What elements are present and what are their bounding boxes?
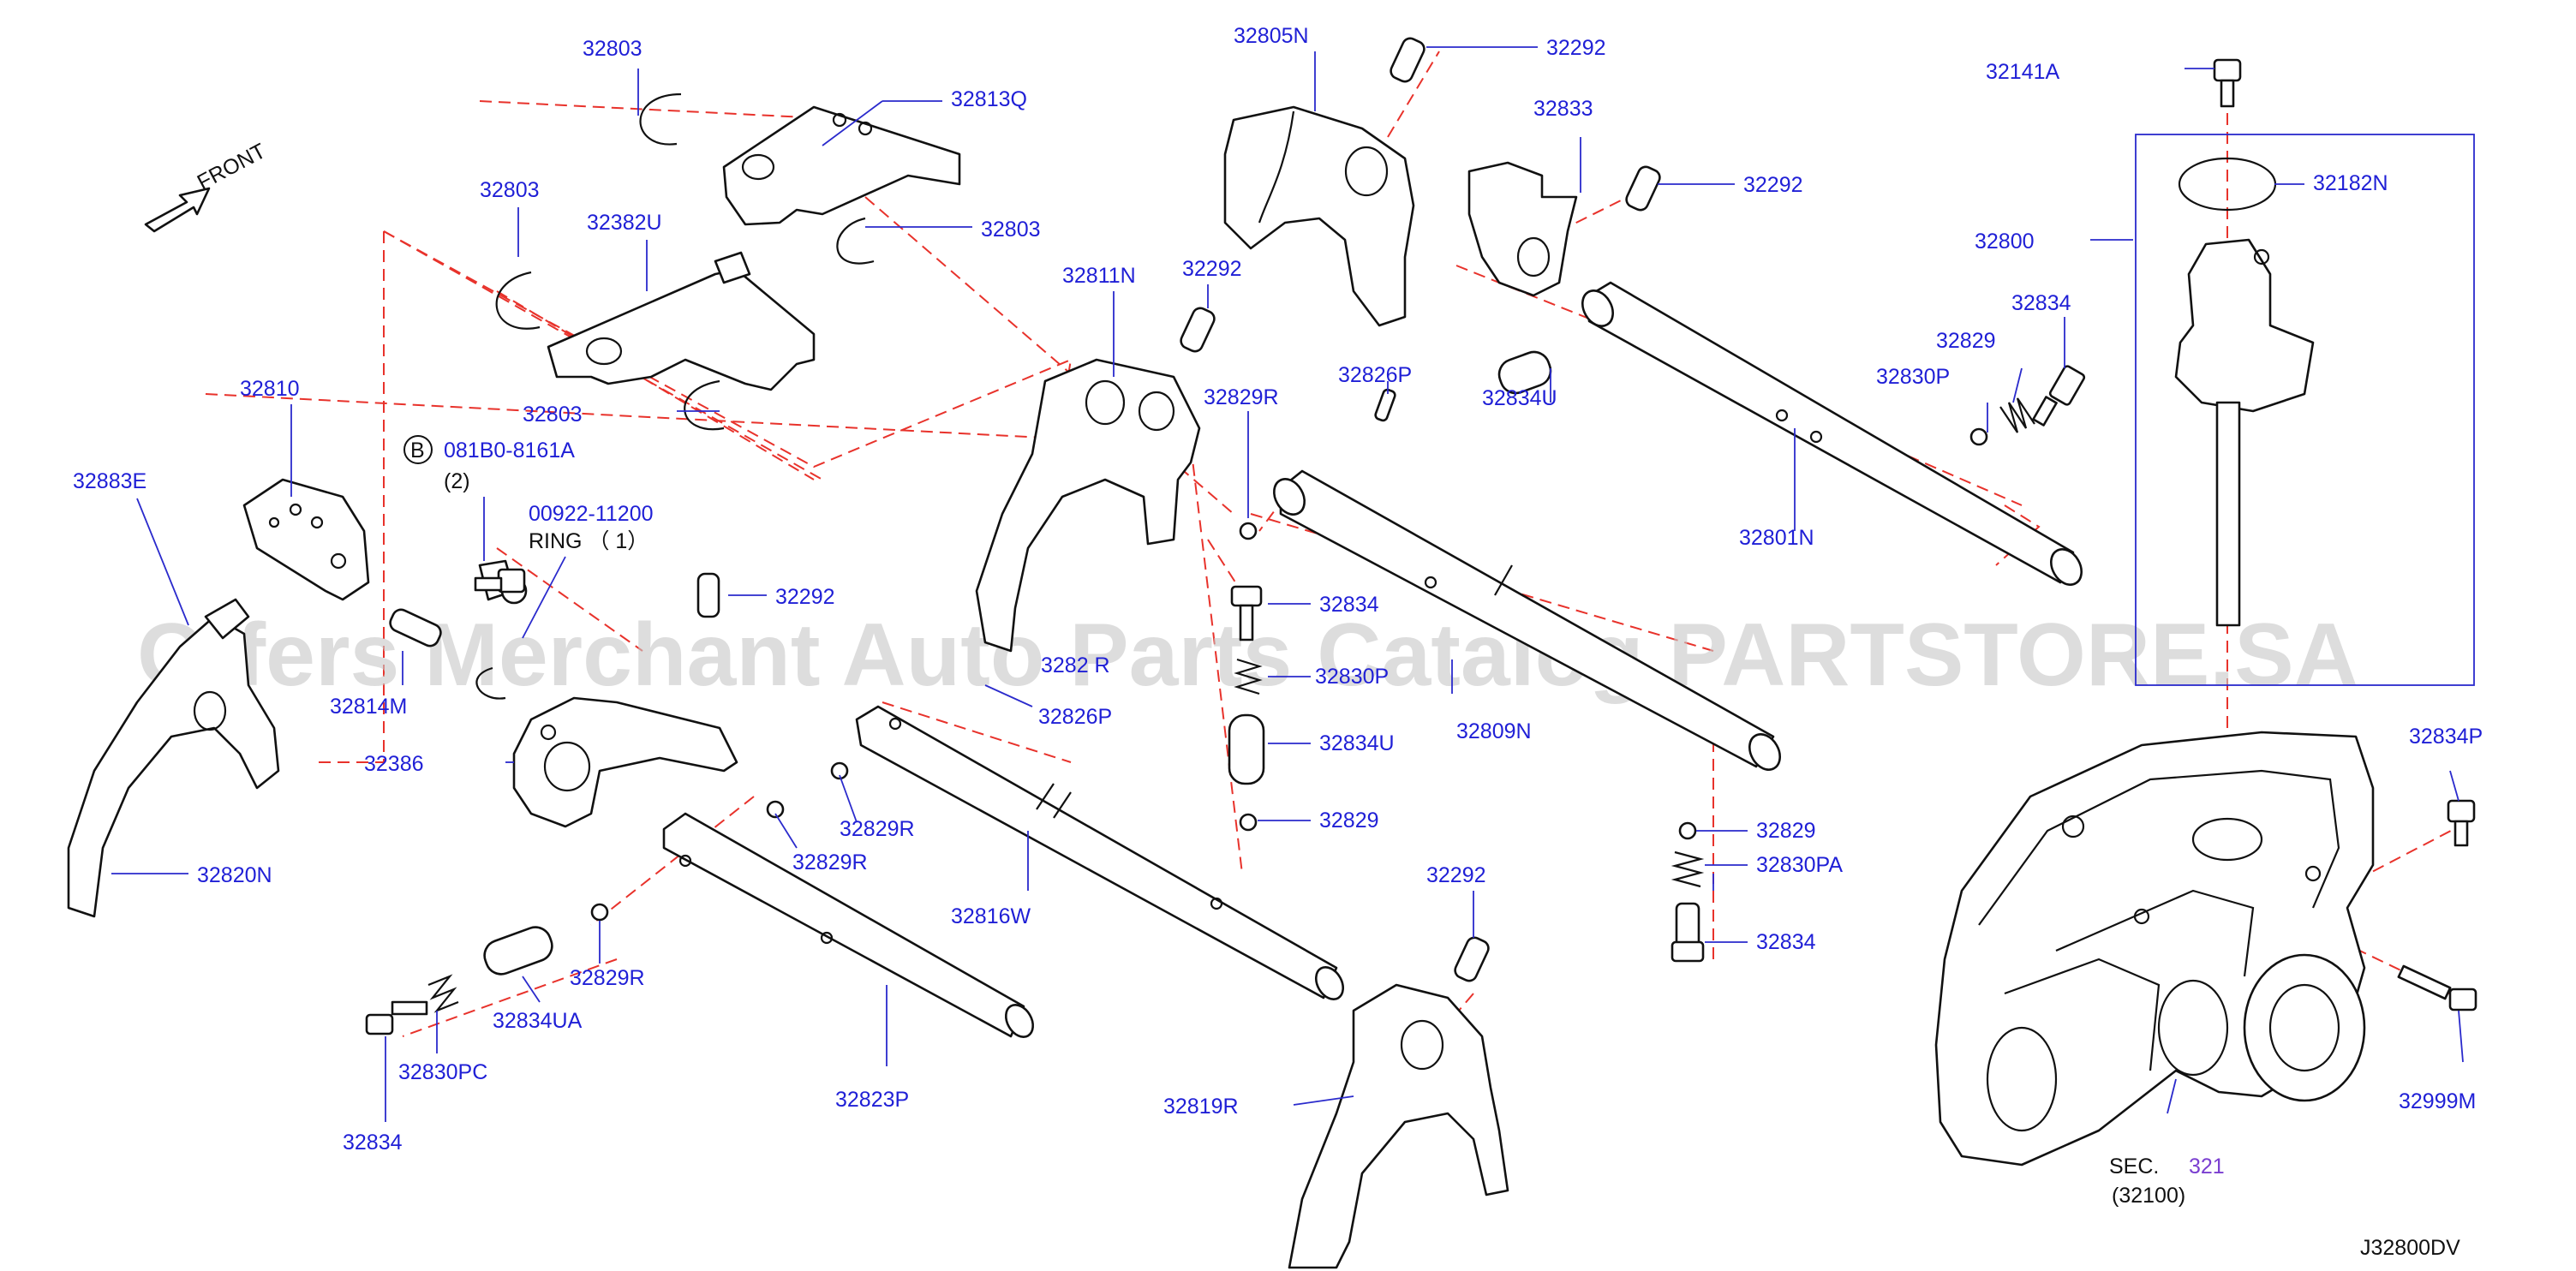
label-32823p: 32823P: [835, 1088, 909, 1112]
fork-32819r-shape: [1288, 983, 1509, 1269]
fork-32805n-shape: [1223, 105, 1415, 327]
label-32810: 32810: [240, 377, 300, 401]
bracket-32810-shape: [242, 478, 370, 601]
label-32382u: 32382U: [587, 211, 662, 235]
label-32883e: 32883E: [73, 469, 146, 493]
label-32819r: 32819R: [1163, 1095, 1239, 1119]
label-32292-c: 32292: [1743, 173, 1803, 197]
label-32826p-b: 32826P: [1038, 705, 1112, 729]
shaft-32823p-shape: [662, 812, 1035, 1038]
bolt-marker: B: [410, 439, 425, 462]
label-32811n: 32811N: [1062, 264, 1136, 288]
transmission-case-shape: [1934, 731, 2375, 1167]
label-32834-b: 32834: [2011, 291, 2071, 315]
pin-32292-shapes: [1180, 37, 1661, 982]
label-32809n: 32809N: [1456, 719, 1532, 743]
label-32813q: 32813Q: [951, 87, 1027, 111]
label-32803-d: 32803: [523, 403, 583, 427]
label-32834p: 32834P: [2409, 725, 2483, 749]
label-32834-d: 32834: [343, 1131, 403, 1155]
label-32801n: 32801N: [1739, 526, 1814, 550]
bolt-marker-circle: [403, 435, 433, 464]
label-32829-a: 32829: [1319, 809, 1379, 832]
label-32830pc: 32830PC: [398, 1060, 487, 1084]
label-32829r-d: 32829R: [570, 966, 645, 990]
label-32803-a: 32803: [583, 37, 643, 61]
label-32292-e: 32292: [1426, 863, 1486, 887]
label-32834u-a: 32834U: [1482, 386, 1557, 410]
label-sec-sub: (32100): [2112, 1184, 2185, 1208]
label-32829r-b: 32829R: [840, 817, 915, 841]
label-32830p: 32830P: [1876, 365, 1950, 389]
label-32820n: 32820N: [197, 863, 272, 887]
label-32800: 32800: [1975, 230, 2035, 254]
assembly-32800-box: [2135, 134, 2475, 686]
fastener-shapes: [365, 58, 2477, 1035]
label-32386: 32386: [364, 752, 424, 776]
block-32833-shape: [1467, 161, 1578, 297]
label-32805n: 32805N: [1234, 24, 1309, 48]
label-32803-c: 32803: [981, 218, 1041, 242]
label-32182n: 32182N: [2313, 171, 2388, 195]
label-081b0-qty: (2): [444, 469, 470, 493]
interlock-32834u-shapes: [483, 350, 1552, 976]
leader-lines: [111, 46, 2464, 1122]
label-sec-prefix: SEC.: [2109, 1155, 2159, 1179]
label-32814m: 32814M: [330, 695, 407, 719]
label-32292-a: 32292: [775, 585, 835, 609]
label-00922-11200: 00922-11200: [529, 502, 654, 526]
label-32141a: 32141A: [1986, 60, 2060, 84]
label-32830pa: 32830PA: [1756, 853, 1843, 877]
label-32834-c: 32834: [1756, 930, 1816, 954]
front-arrow: FRONT: [144, 139, 270, 233]
label-32292-d: 32292: [1182, 257, 1242, 281]
diagram-code: J32800DV: [2360, 1236, 2460, 1260]
label-32834u-b: 32834U: [1319, 731, 1395, 755]
label-32816w: 32816W: [951, 904, 1031, 928]
shaft-32801n-shape: [1581, 281, 2083, 586]
label-32829r-e: 3282 R: [1041, 653, 1110, 677]
front-label: FRONT: [194, 139, 270, 194]
label-sec-321-link[interactable]: 321: [2189, 1155, 2225, 1179]
label-32803-b: 32803: [480, 178, 540, 202]
shaft-32816w-shape: [855, 705, 1345, 1000]
label-32833: 32833: [1533, 97, 1593, 121]
label-32829r-c: 32829R: [792, 850, 868, 874]
part-labels: 32803 32813Q 32803 32803 32382U 32803 32…: [73, 24, 2483, 1260]
fork-32813q-shape: [722, 105, 961, 226]
fork-32382u-shape: [547, 251, 816, 391]
fork-32820n-shape: [67, 598, 280, 918]
label-32999m: 32999M: [2399, 1089, 2476, 1113]
fork-32386-shape: [512, 696, 738, 828]
fork-32811n-shape: [975, 358, 1201, 653]
label-32830p-b: 32830P: [1315, 665, 1389, 689]
shaft-32809n-shape: [1273, 469, 1781, 771]
label-32826p-a: 32826P: [1338, 363, 1412, 387]
label-32834-a: 32834: [1319, 593, 1379, 617]
label-32292-b: 32292: [1546, 36, 1606, 60]
label-32829-c: 32829: [1756, 819, 1816, 843]
label-081b0-8161a: 081B0-8161A: [444, 439, 575, 462]
label-32834ua: 32834UA: [493, 1009, 583, 1033]
label-32829r-a: 32829R: [1204, 385, 1279, 409]
label-32829-b: 32829: [1936, 329, 1996, 353]
label-ring-qty: RING （ 1）: [529, 529, 648, 553]
